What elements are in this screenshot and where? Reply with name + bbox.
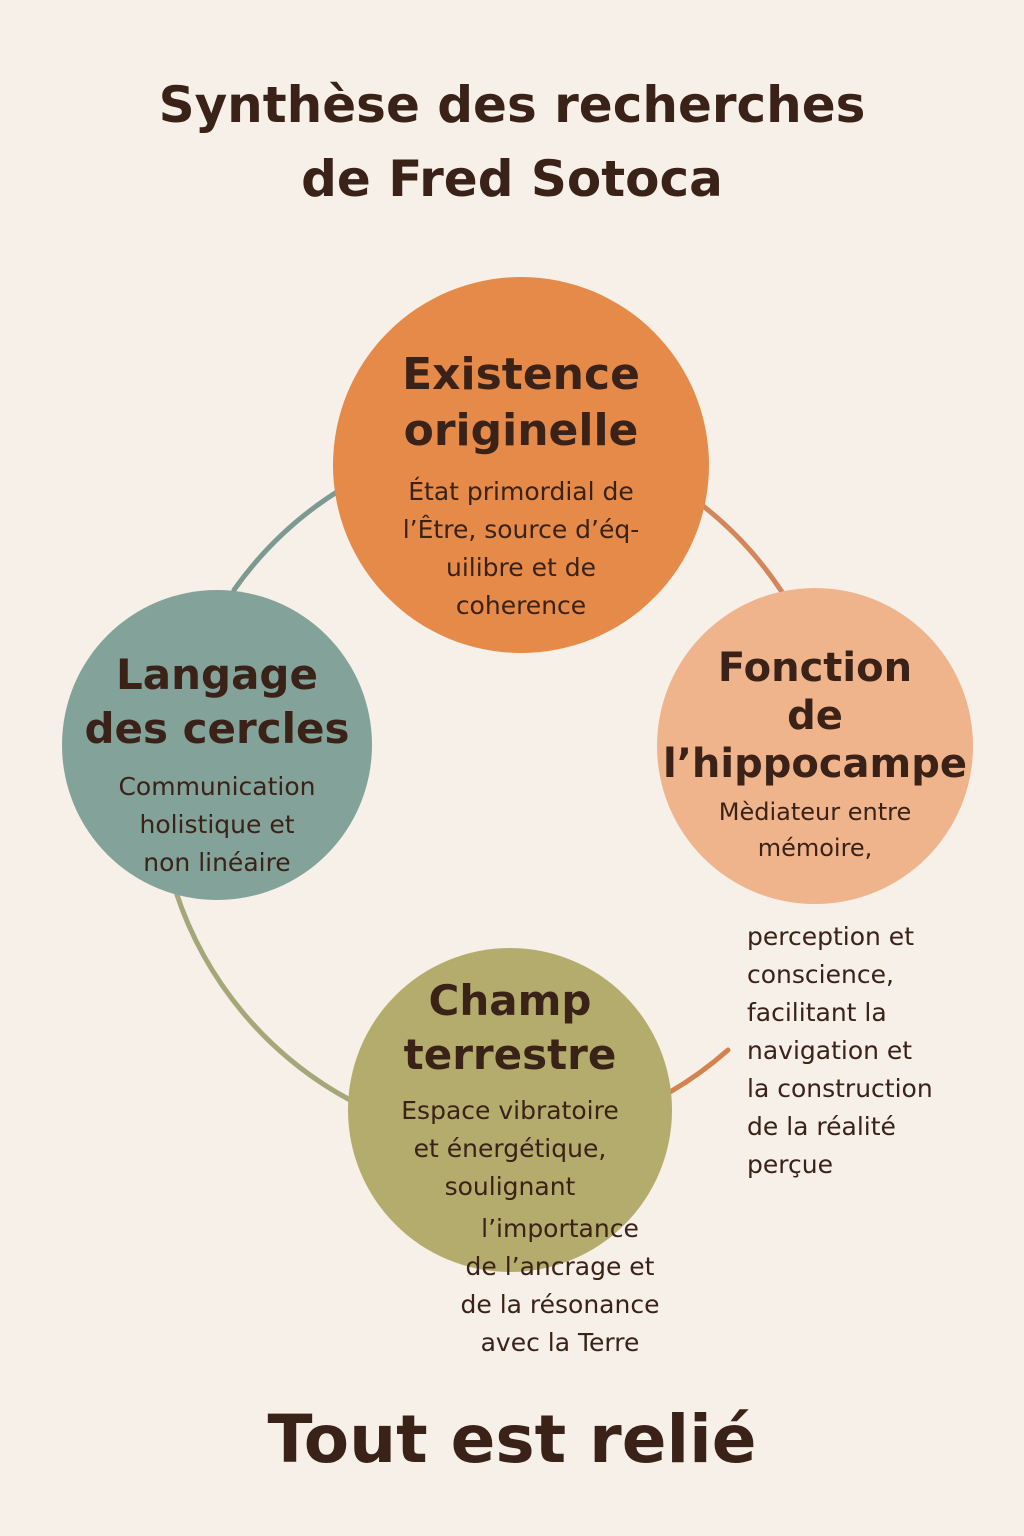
node-description: Communication holistique et non linéaire <box>118 768 315 882</box>
node-desc-line: mémoire, <box>757 834 873 862</box>
node-desc-line: coherence <box>455 591 587 620</box>
page-title: Synthèse des recherches de Fred Sotoca <box>0 68 1024 216</box>
node-desc-line: avec la Terre <box>480 1328 640 1357</box>
title-line-2: de Fred Sotoca <box>301 150 723 208</box>
node-title-line: Champ <box>428 976 592 1025</box>
node-title: Existence originelle <box>402 347 640 459</box>
node-title-line: l’hippocampe <box>663 741 967 787</box>
node-title-line: Fonction <box>717 645 913 691</box>
node-description: Espace vibratoire et énergétique, soulig… <box>401 1092 618 1206</box>
node-title-line: terrestre <box>403 1030 617 1079</box>
node-desc-line: Espace vibratoire <box>401 1096 619 1125</box>
node-desc-line: holistique et <box>139 810 295 839</box>
node-title: Champ terrestre <box>404 974 617 1082</box>
node-title-line: des cercles <box>84 704 350 753</box>
node-description: Mèdiateur entre mémoire, <box>719 794 911 866</box>
node-fonction-description-continued: perception et conscience, facilitant la … <box>747 918 933 1184</box>
ring-arc-bottom-right <box>667 1047 731 1095</box>
node-desc-line: de l’ancrage et <box>465 1252 655 1281</box>
node-langage-des-cercles: Langage des cercles Communication holist… <box>62 590 372 900</box>
footer-tagline: Tout est relié <box>267 1401 757 1478</box>
node-desc-line: soulignant <box>444 1172 576 1201</box>
node-desc-line: de la réalité <box>747 1112 896 1141</box>
node-desc-line: et énergétique, <box>413 1134 607 1163</box>
node-desc-line: Mèdiateur entre <box>718 798 912 826</box>
node-existence-originelle: Existence originelle État primordial de … <box>333 277 709 653</box>
node-title-line: de <box>787 693 843 739</box>
ring-arc-top-right <box>695 499 785 595</box>
node-title: Fonction de l’hippocampe <box>663 644 967 788</box>
node-title: Langage des cercles <box>84 648 349 756</box>
node-desc-line: non linéaire <box>143 848 291 877</box>
node-champ-description-continued: l’importance de l’ancrage et de la réson… <box>430 1210 690 1362</box>
node-title-line: originelle <box>403 405 639 456</box>
node-desc-line: conscience, <box>747 960 894 989</box>
node-title-line: Langage <box>116 650 318 699</box>
node-desc-line: perception et <box>747 922 914 951</box>
node-desc-line: l’Être, source d’éq- <box>402 515 640 544</box>
node-description: État primordial de l’Être, source d’éq- … <box>403 473 640 625</box>
node-desc-line: Communication <box>118 772 316 801</box>
ring-arc-bottom-left <box>173 889 353 1103</box>
node-title-line: Existence <box>402 349 640 400</box>
node-desc-line: l’importance <box>481 1214 639 1243</box>
node-desc-line: État primordial de <box>408 477 634 506</box>
node-fonction-hippocampe: Fonction de l’hippocampe Mèdiateur entre… <box>657 588 973 904</box>
ring-arc-top-left <box>231 487 343 593</box>
node-desc-line: navigation et <box>747 1036 913 1065</box>
node-champ-terrestre: Champ terrestre Espace vibratoire et éne… <box>348 948 672 1272</box>
title-line-1: Synthèse des recherches <box>158 76 866 134</box>
node-desc-line: la construction <box>747 1074 933 1103</box>
node-desc-line: uilibre et de <box>446 553 596 582</box>
node-desc-line: perçue <box>747 1150 833 1179</box>
node-desc-line: facilitant la <box>747 998 887 1027</box>
node-desc-line: de la résonance <box>460 1290 660 1319</box>
